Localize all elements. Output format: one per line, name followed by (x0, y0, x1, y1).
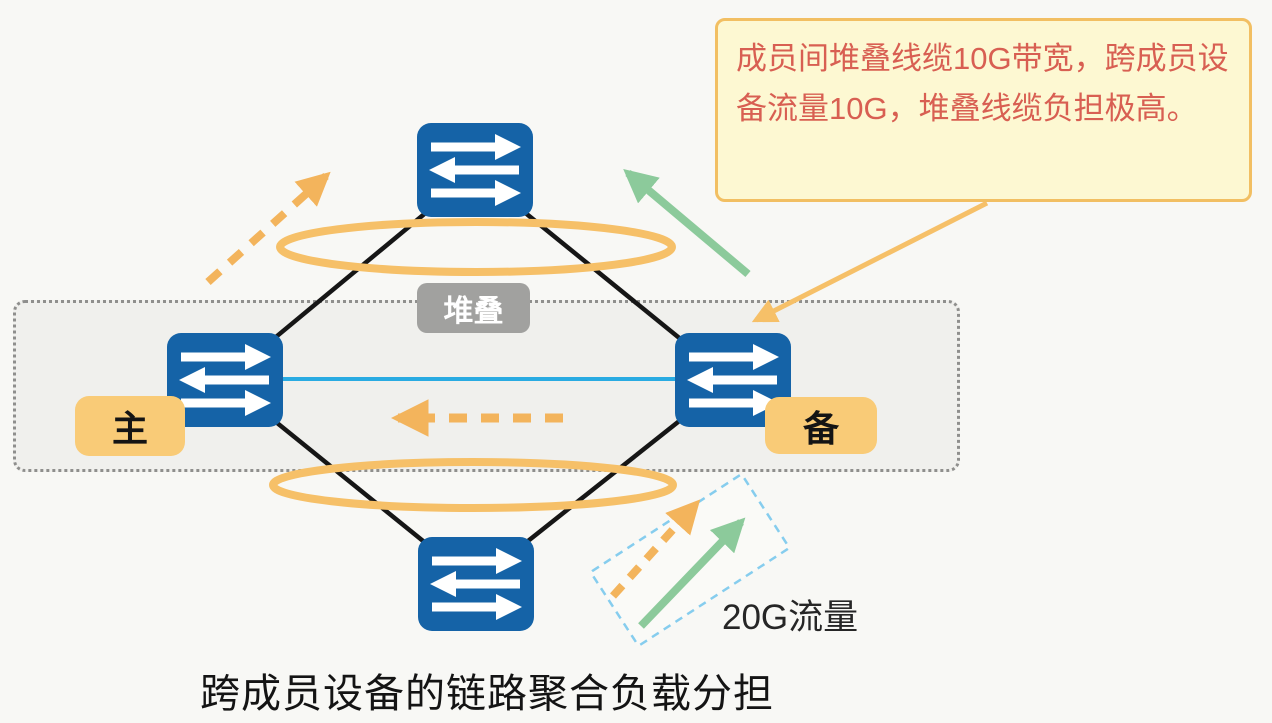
switch-icon-bottom (418, 537, 534, 631)
switch-icon-top (417, 123, 533, 217)
legend-label: 20G流量 (722, 598, 859, 637)
lower-aggregation-ellipse (269, 458, 677, 512)
legend-orange-dashed-arrow (610, 499, 701, 599)
upper-aggregation-ellipse (276, 218, 676, 276)
page-title: 跨成员设备的链路聚合负载分担 (200, 672, 774, 716)
callout-note: 成员间堆叠线缆10G带宽，跨成员设备流量10G，堆叠线缆负担极高。 (715, 18, 1252, 202)
orange-dashed-traffic-arrow-upleft (205, 171, 331, 285)
master-badge: 主 (75, 396, 185, 456)
stack-label: 堆叠 (417, 283, 530, 333)
legend-green-arrow (638, 517, 746, 629)
backup-badge: 备 (765, 397, 877, 454)
green-traffic-arrow-upright (623, 168, 751, 278)
callout-pointer-arrow (751, 200, 989, 323)
